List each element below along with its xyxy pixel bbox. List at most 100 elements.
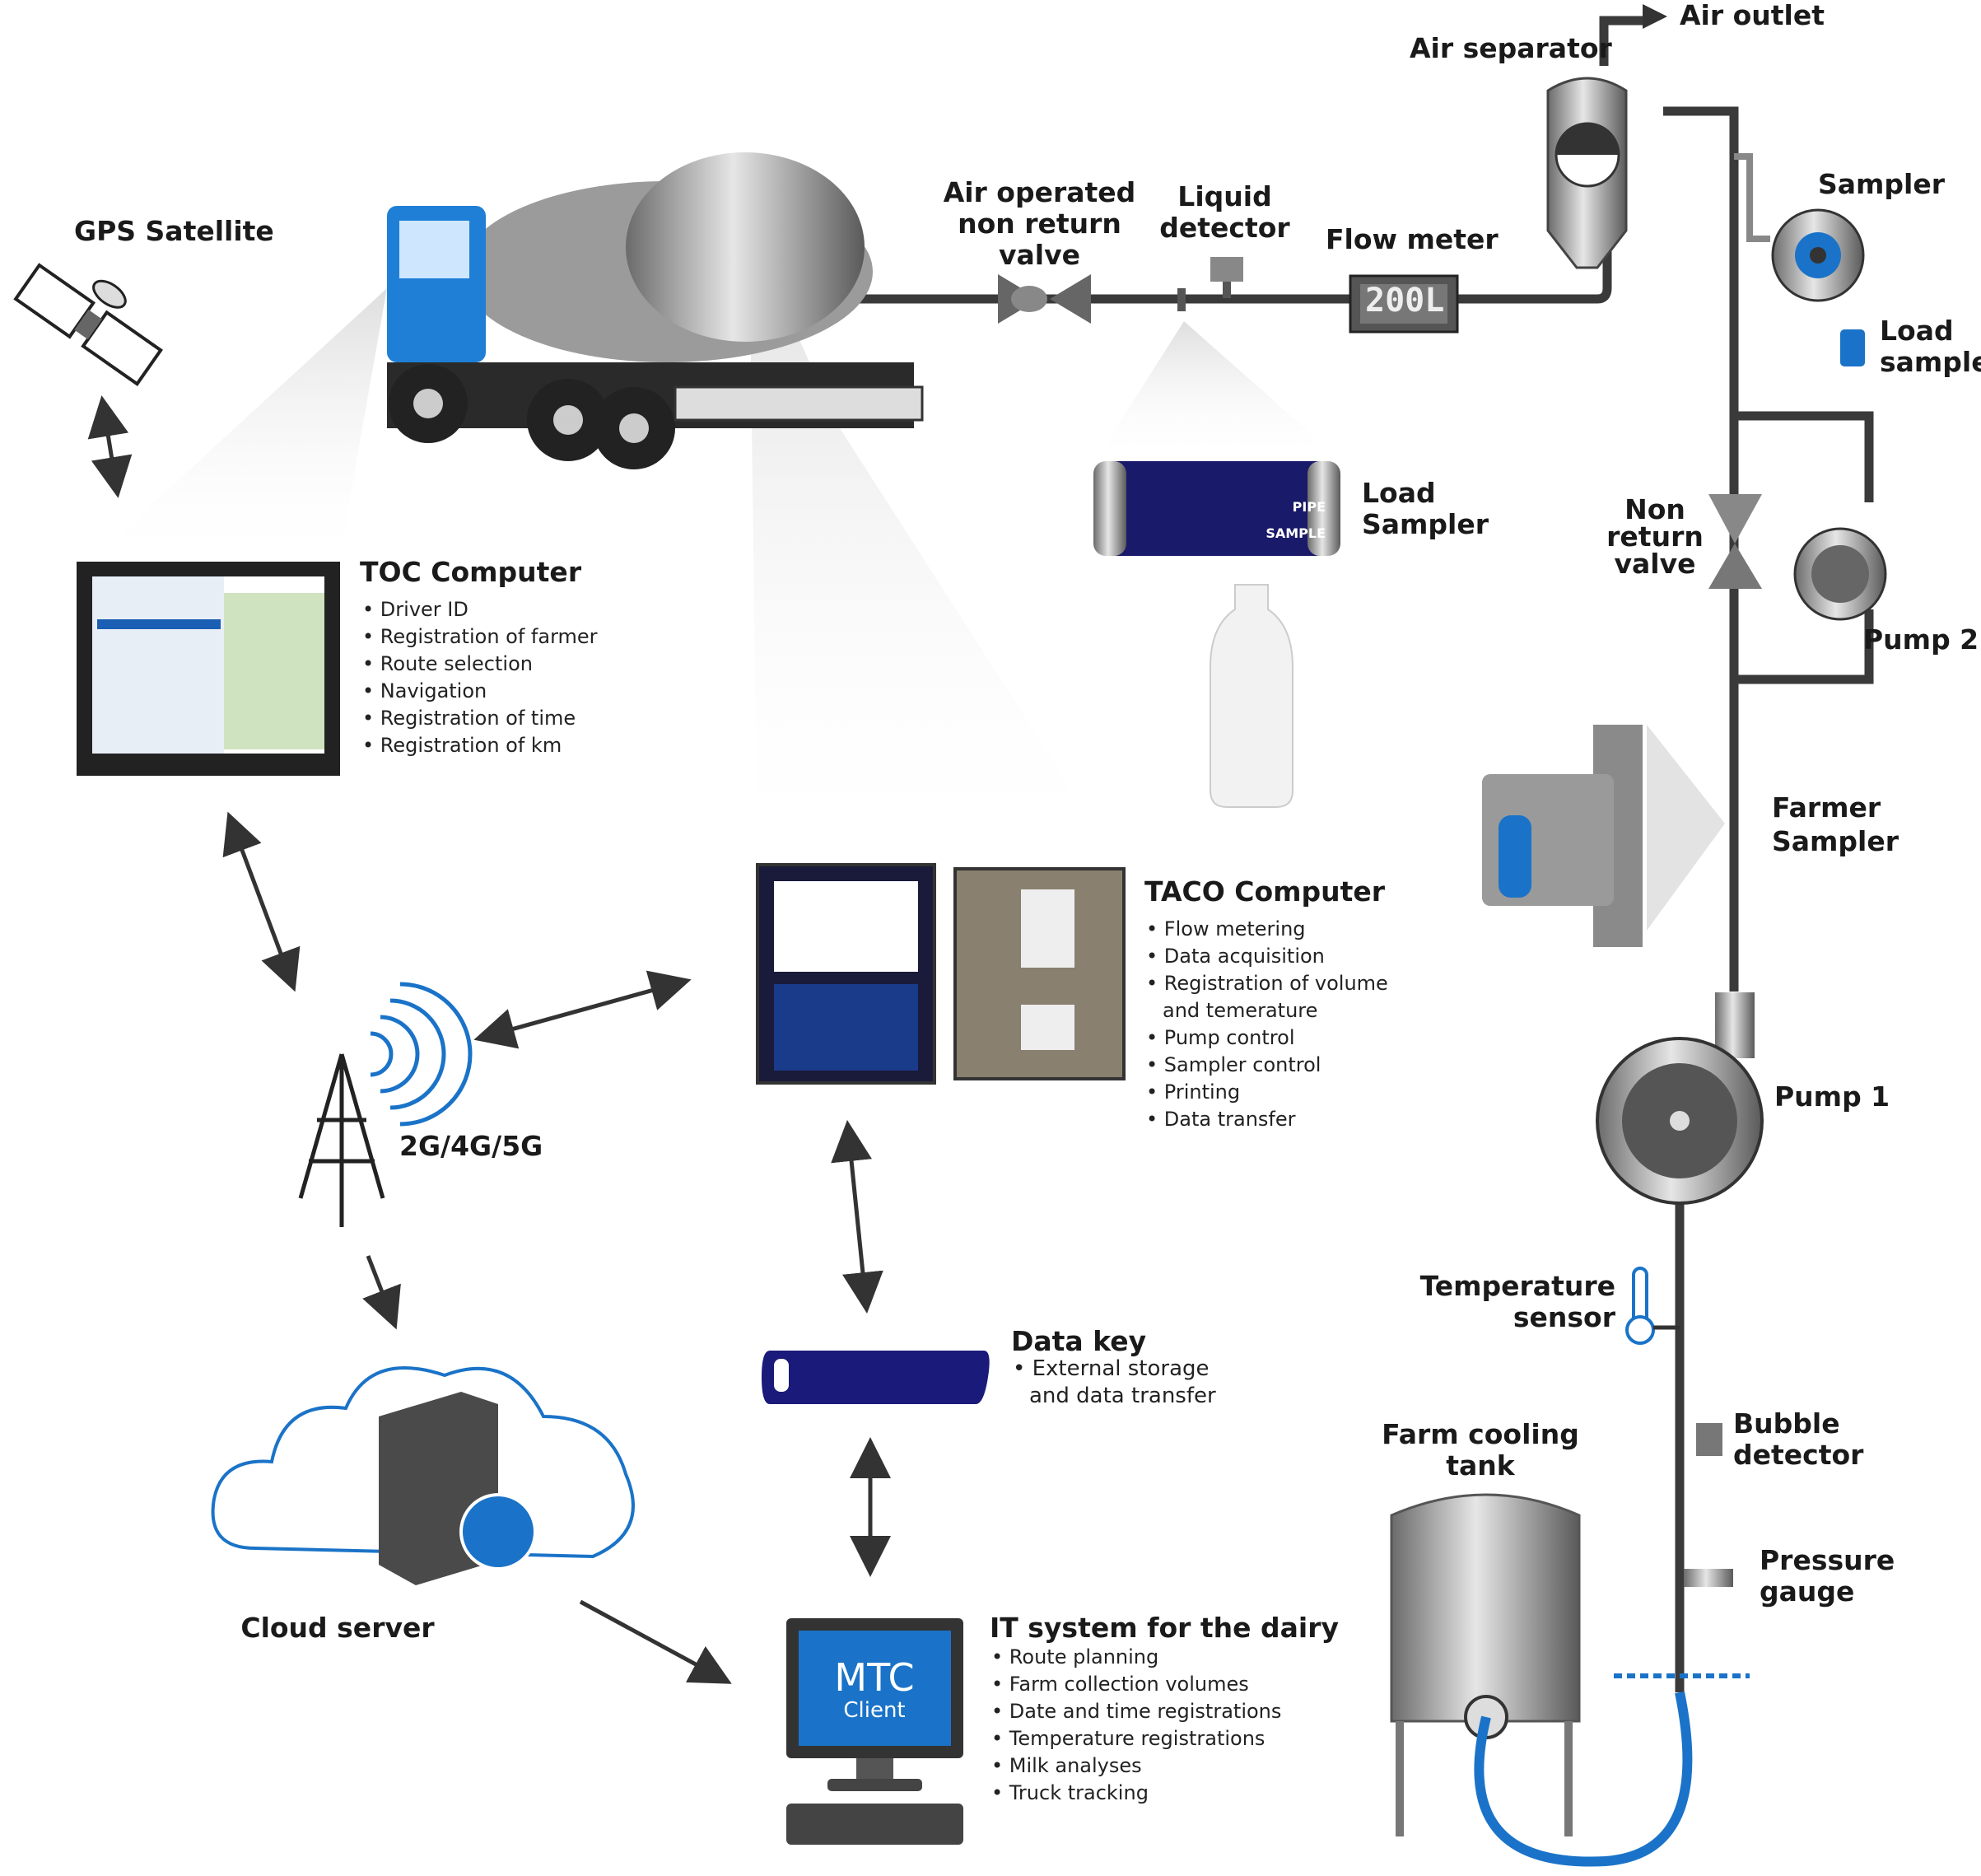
list-item: Route planning [991,1644,1281,1671]
air-operated-valve-icon [998,274,1091,324]
pump1-label: Pump 1 [1774,1080,1890,1113]
label-line: Temperature [1419,1270,1615,1302]
list-item: Data acquisition [1146,943,1388,970]
list-item: Milk analyses [991,1752,1281,1780]
bubble-detector-icon [1696,1423,1722,1456]
label-line: Farmer [1772,791,1881,824]
toc-feature-list: Driver ID Registration of farmer Route s… [362,596,598,759]
label-line: detector [1733,1439,1864,1471]
list-item: Registration of volume [1146,970,1388,997]
toc-title: TOC Computer [360,556,582,588]
sampler-label: Sampler [1818,168,1946,200]
list-item: Driver ID [362,596,598,623]
mtc-screen-title: MTC [834,1655,915,1700]
label-line: sensor [1513,1301,1615,1333]
label-line: Load [1880,315,1954,347]
pressure-gauge-icon [1684,1569,1733,1587]
taco-title: TACO Computer [1144,875,1386,908]
list-item: Printing [1146,1079,1388,1106]
pump1-icon [1596,992,1764,1205]
label-line: Farm cooling [1382,1418,1579,1450]
it-system-title: IT system for the dairy [990,1612,1340,1644]
milk-truck-image [387,152,924,469]
taco-computer-image [756,863,1126,1085]
label-line: non return [958,208,1121,240]
data-key-hole [774,1359,789,1392]
label-line: sample [1880,346,1981,378]
label-line: return [1606,520,1704,553]
label-line: Liquid [1177,180,1272,212]
air-separator-icon [1546,77,1628,269]
data-key-title: Data key [1011,1325,1147,1357]
label-line: Air operated [943,176,1136,208]
beam-load-sampler [1095,321,1342,461]
label-line: Sampler [1362,508,1489,540]
load-sampler-device-text: PIPE SAMPLE [1235,494,1326,547]
pump2-label: Pump 2 [1863,623,1979,656]
load-sampler-device [1093,461,1340,808]
flow-meter-label: Flow meter [1326,223,1499,255]
taco-feature-list: Flow metering Data acquisition Registrat… [1146,916,1388,1133]
connection-arrows [87,395,891,1684]
cell-tower-icon [298,982,473,1227]
list-item: and temerature [1163,999,1318,1022]
list-item: Sampler control [1146,1052,1388,1079]
list-item: Navigation [362,678,598,705]
list-item: Farm collection volumes [991,1671,1281,1698]
air-separator-label: Air separator [1410,32,1612,64]
air-outlet-arrow [1643,4,1667,29]
toc-computer-image [77,562,340,776]
liquid-detector-icon [1177,257,1243,311]
gps-satellite-icon [13,263,163,386]
list-item: Registration of time [362,705,598,732]
label-line: PIPE [1292,499,1326,515]
label-line: detector [1159,212,1290,244]
list-item: Date and time registrations [991,1698,1282,1725]
label-line: SAMPLE [1266,525,1326,541]
farmer-sampler-image [1482,725,1643,947]
pipe-network [757,16,1874,1692]
pump2-icon [1793,527,1887,621]
label-line: Load [1362,477,1436,509]
beam-toc [82,288,387,568]
list-item: Truck tracking [991,1780,1281,1807]
label-line: Pressure [1760,1544,1895,1576]
data-key-feature-list: External storage and data transfer [1013,1356,1216,1410]
list-item: and data transfer [1029,1384,1216,1408]
list-item: Route selection [362,651,598,678]
list-item: Registration of farmer [362,623,598,651]
mtc-screen-subtitle: Client [843,1698,906,1723]
sampler-tube [1734,153,1770,242]
data-key-image [762,1351,990,1404]
label-line: gauge [1760,1575,1855,1608]
network-label: 2G/4G/5G [399,1130,543,1162]
temperature-sensor-icon [1625,1267,1680,1345]
mtc-client-monitor [786,1618,963,1845]
list-item: External storage [1013,1356,1216,1383]
label-line: valve [1614,548,1696,580]
label-line: valve [999,239,1080,271]
non-return-valve-icon [1708,494,1762,589]
gps-satellite-label: GPS Satellite [74,215,274,247]
it-system-feature-list: Route planning Farm collection volumes D… [991,1644,1282,1807]
label-line: Non [1624,493,1685,525]
farm-cooling-tank-image [1390,1493,1693,1867]
cloud-server-icon [211,1366,635,1585]
air-outlet-label: Air outlet [1680,0,1825,31]
beam-farmer-sampler [1647,725,1725,931]
label-line: Bubble [1733,1407,1840,1440]
label-line: tank [1446,1449,1515,1482]
sampler-icon [1771,208,1865,302]
flow-meter-icon [1349,274,1459,334]
list-item: Data transfer [1146,1106,1388,1133]
